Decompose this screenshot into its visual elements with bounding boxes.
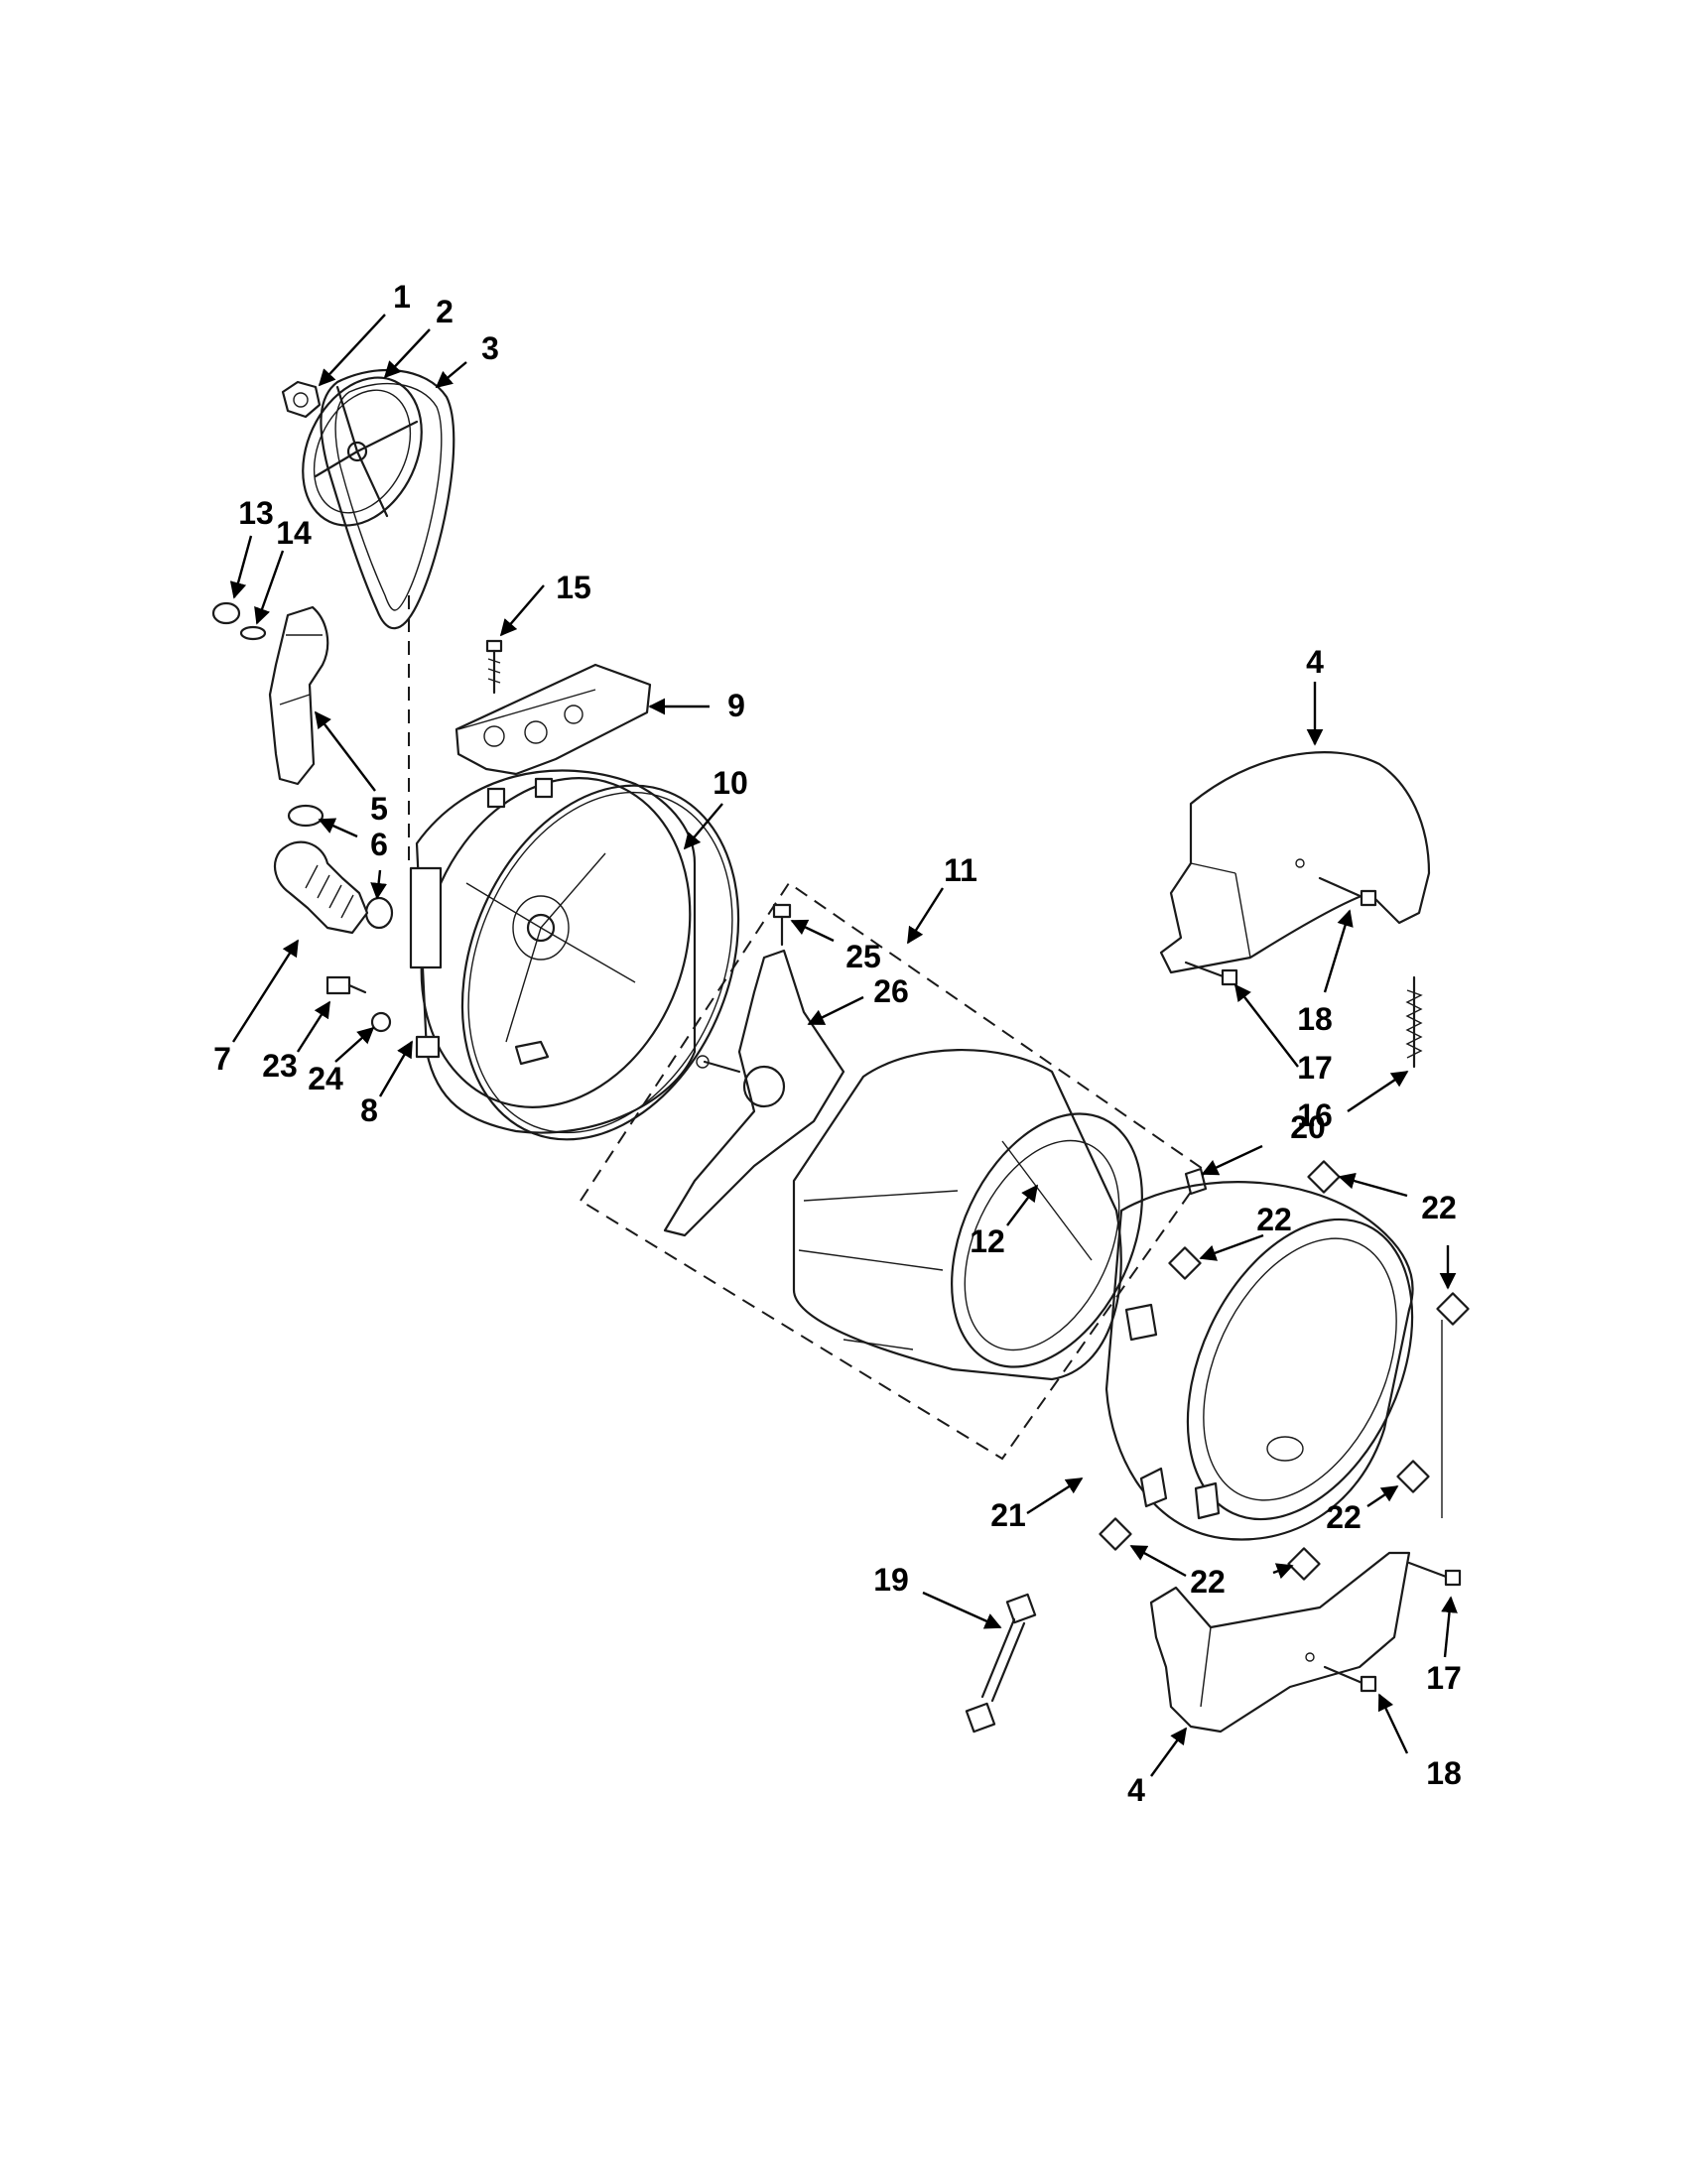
callout-2: 2 xyxy=(436,294,454,329)
callout-17-upper: 17 xyxy=(1297,1050,1333,1086)
callout-20: 20 xyxy=(1290,1109,1326,1145)
callout-12: 12 xyxy=(970,1223,1005,1259)
callout-10: 10 xyxy=(713,765,748,801)
belt-inner-line xyxy=(334,382,443,611)
drum-basket-part xyxy=(792,1049,1143,1381)
parts-group xyxy=(211,368,1470,1734)
clamp-small-part xyxy=(211,601,241,625)
callout-23: 23 xyxy=(262,1048,298,1084)
callout-4-upper: 4 xyxy=(1306,644,1324,680)
callout-17-lower: 17 xyxy=(1426,1660,1462,1696)
bolt-18-upper-part xyxy=(1318,876,1377,907)
callout-22-right-top: 22 xyxy=(1421,1190,1457,1225)
rear-tub-part xyxy=(409,769,697,1134)
bolt-18-lower-part xyxy=(1323,1665,1377,1693)
shock-absorber-part xyxy=(965,1593,1037,1734)
callout-labels: 1 2 3 4 4 5 6 6 7 8 9 10 11 12 13 14 15 … xyxy=(213,279,1462,1808)
tub-seal-part xyxy=(460,784,740,1141)
callout-26: 26 xyxy=(873,973,909,1009)
front-tub-part xyxy=(1104,1181,1414,1541)
callout-22-left: 22 xyxy=(1256,1202,1292,1237)
callout-25: 25 xyxy=(845,939,881,974)
bolt-17-upper-part xyxy=(1184,961,1238,986)
callout-1: 1 xyxy=(393,279,411,315)
callout-6-upper: 6 xyxy=(370,827,388,862)
callout-18-upper: 18 xyxy=(1297,1001,1333,1037)
spring-part xyxy=(1405,975,1423,1069)
screw-25-part xyxy=(772,903,792,947)
leader-arrows xyxy=(229,314,1458,1777)
callout-8: 8 xyxy=(360,1092,378,1128)
callout-16: 16 xyxy=(1297,1097,1333,1133)
callout-22-bottom: 22 xyxy=(1190,1564,1226,1600)
callout-5: 5 xyxy=(370,791,388,827)
callout-4-lower: 4 xyxy=(1127,1772,1145,1808)
callout-13: 13 xyxy=(238,495,274,531)
bellows-hose-part xyxy=(273,840,369,935)
callout-14: 14 xyxy=(276,515,312,551)
callout-19: 19 xyxy=(873,1562,909,1598)
plug-part xyxy=(370,1011,392,1033)
clamp-lower-part xyxy=(364,896,394,930)
callout-7: 7 xyxy=(213,1041,231,1077)
seal-part xyxy=(239,625,267,641)
callout-22-right-bottom: 22 xyxy=(1326,1499,1362,1535)
mount-plates-part xyxy=(1099,1160,1470,1581)
pulley-part xyxy=(302,376,423,527)
bracket-part xyxy=(454,663,652,776)
callout-11: 11 xyxy=(944,852,977,888)
callout-21: 21 xyxy=(990,1497,1026,1533)
callout-18-lower: 18 xyxy=(1426,1755,1462,1791)
callout-3: 3 xyxy=(481,330,499,366)
nut-part xyxy=(281,380,322,419)
bolt-15-part xyxy=(485,639,503,695)
callout-24: 24 xyxy=(308,1061,343,1096)
basket-assembly-outline xyxy=(579,881,1208,1461)
sensor-part xyxy=(325,975,351,995)
callout-9: 9 xyxy=(727,688,745,723)
hose-part xyxy=(268,605,329,786)
callout-15: 15 xyxy=(556,570,591,605)
counterweight-lower-part xyxy=(1149,1551,1411,1734)
clamp-upper-part xyxy=(287,804,324,828)
spider-part xyxy=(663,949,845,1237)
counterweight-upper-part xyxy=(1159,751,1431,974)
bolt-17-lower-part xyxy=(1407,1561,1462,1587)
